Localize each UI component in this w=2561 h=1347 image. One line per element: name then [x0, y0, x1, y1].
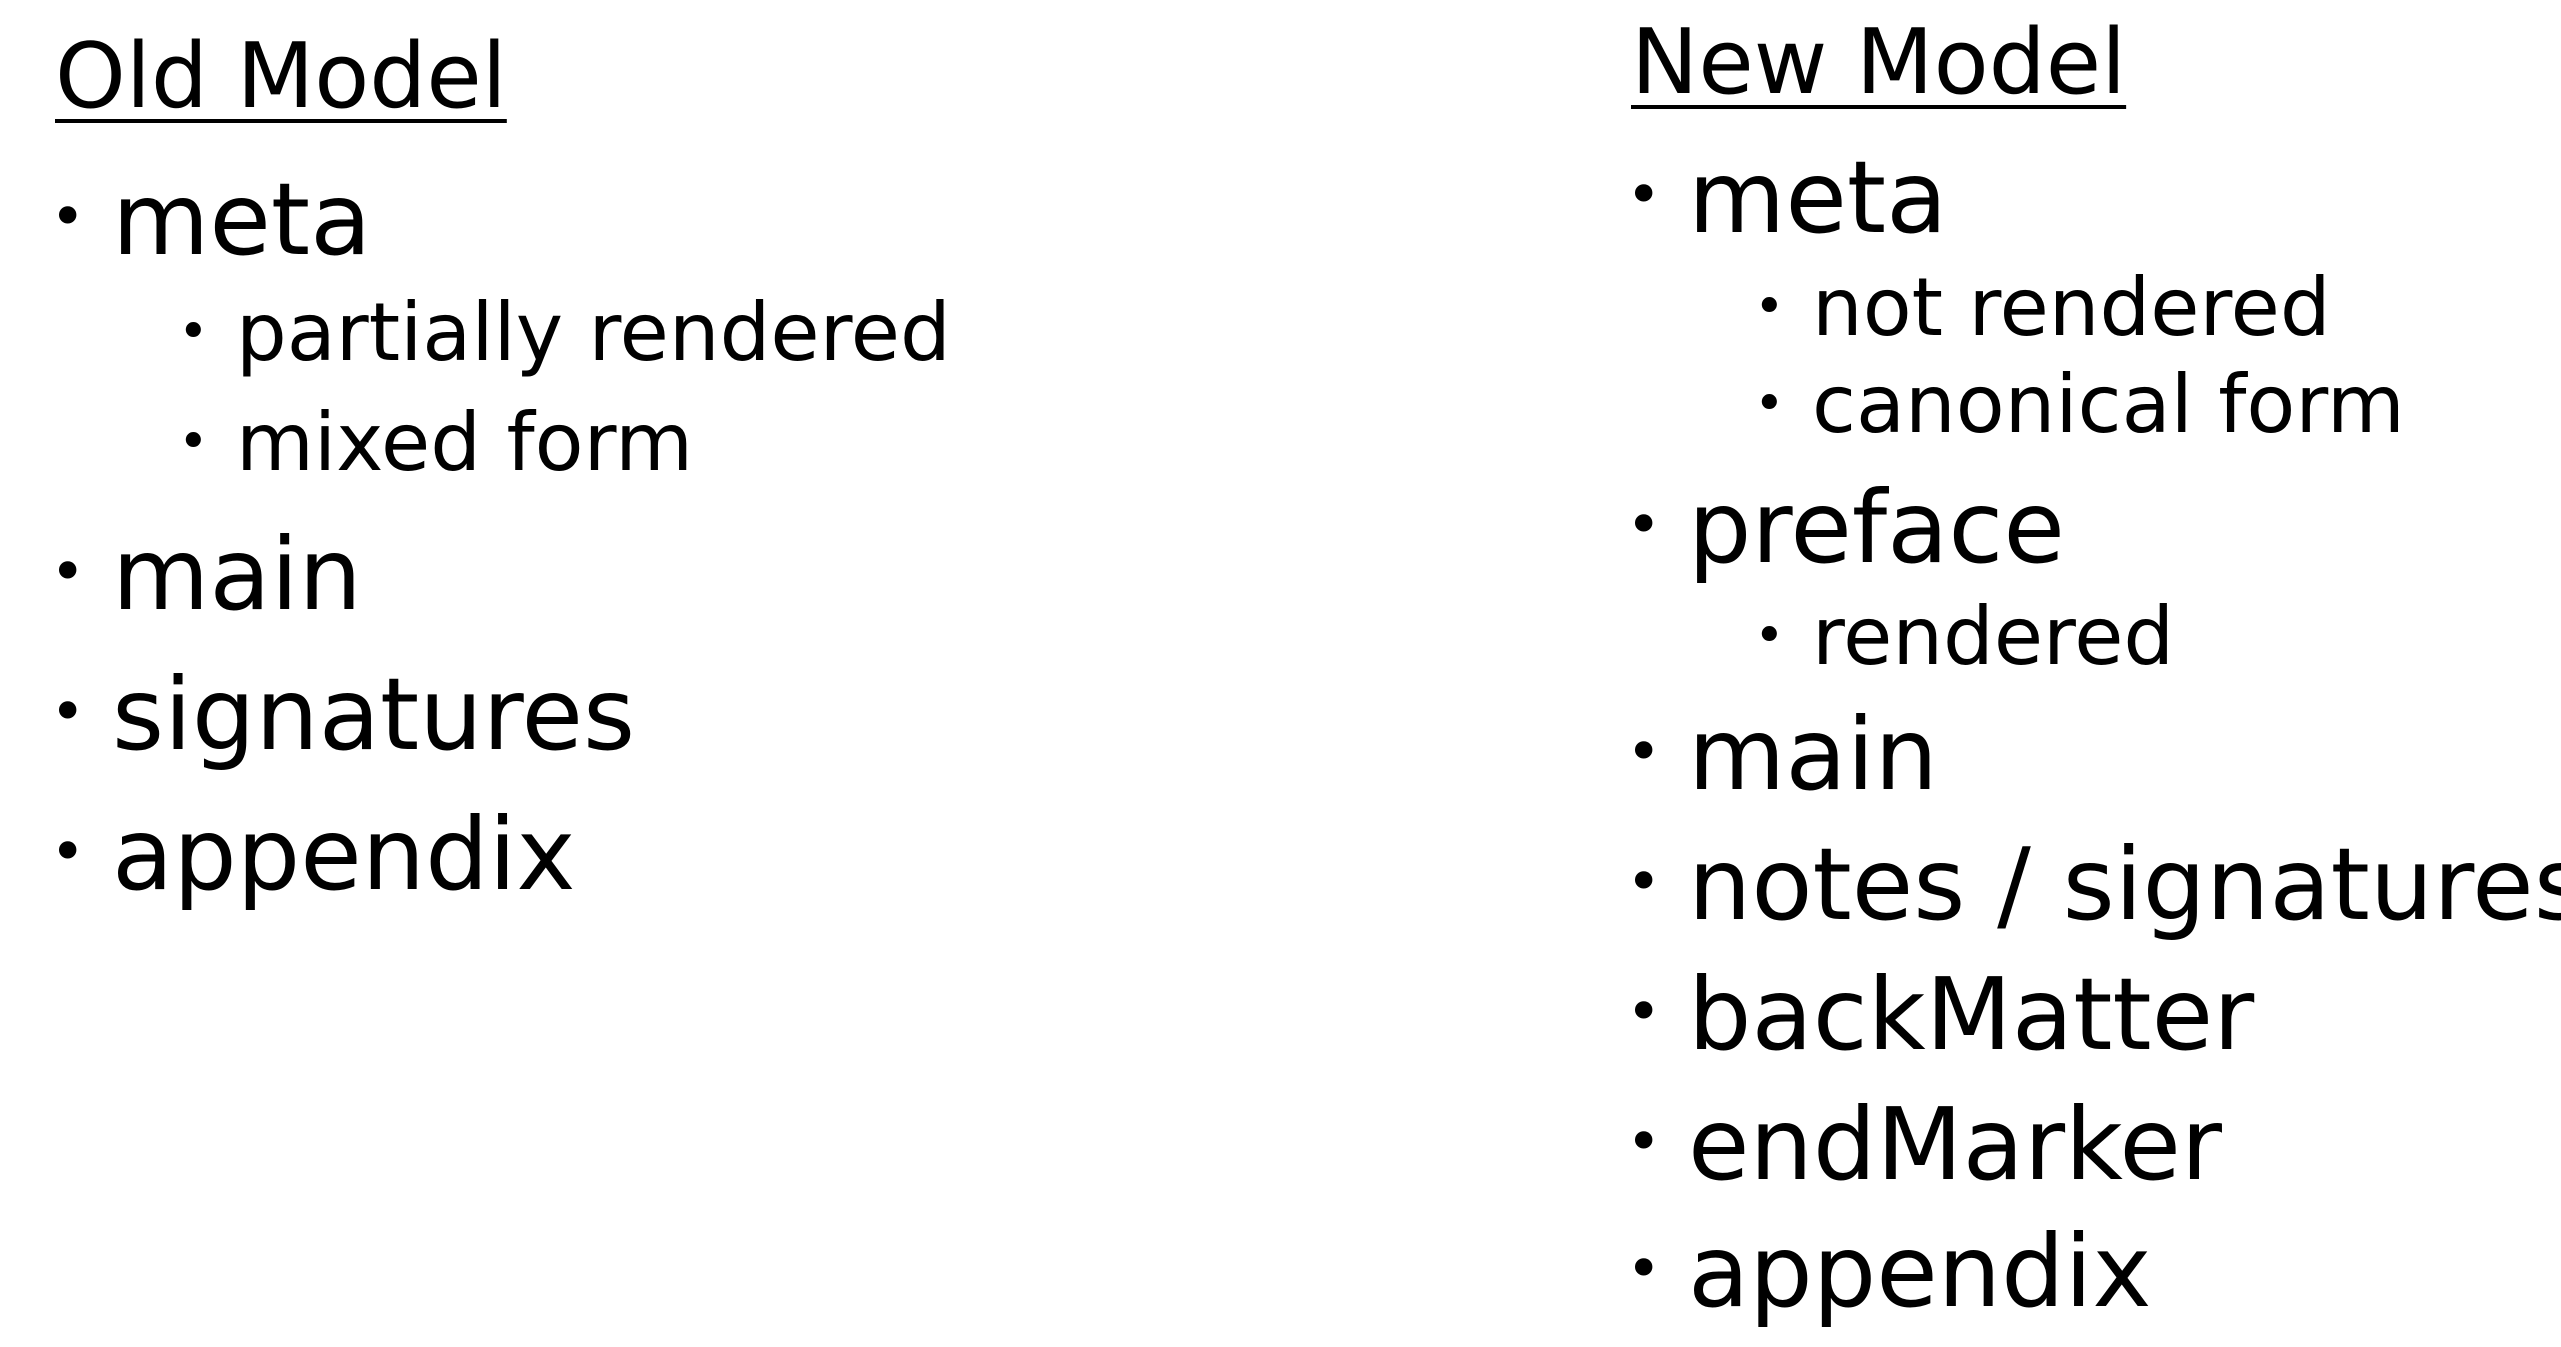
item-label: main [112, 516, 362, 633]
item-label: preface [1688, 469, 2065, 586]
new-model-item-backmatter: •backMatter [1626, 965, 2254, 1065]
item-label: rendered [1812, 590, 2175, 683]
new-model-heading: New Model [1631, 10, 2127, 115]
item-label: backMatter [1688, 956, 2255, 1073]
item-label: notes / signatures [1688, 826, 2561, 943]
new-model-item-notes-signatures: •notes / signatures [1626, 835, 2561, 935]
old-model-item-signatures: •signatures [50, 665, 635, 765]
bullet-icon: • [1626, 159, 1662, 230]
item-label: meta [112, 161, 372, 278]
item-label: meta [1688, 139, 1948, 256]
bullet-icon: • [50, 181, 86, 252]
bullet-icon: • [1754, 606, 1785, 667]
bullet-icon: • [50, 816, 86, 887]
item-label: partially rendered [236, 286, 951, 379]
item-label: appendix [1688, 1213, 2152, 1330]
bullet-icon: • [1626, 1106, 1662, 1177]
item-label: not rendered [1812, 261, 2331, 354]
new-model-item-main: •main [1626, 705, 1938, 805]
bullet-icon: • [178, 412, 209, 473]
old-model-subitem-partially-rendered: •partially rendered [178, 293, 951, 373]
new-model-item-endmarker: •endMarker [1626, 1095, 2222, 1195]
item-label: endMarker [1688, 1086, 2223, 1203]
bullet-icon: • [1626, 1233, 1662, 1304]
bullet-icon: • [50, 536, 86, 607]
new-model-subitem-rendered: •rendered [1754, 597, 2174, 677]
bullet-icon: • [1754, 277, 1785, 338]
bullet-icon: • [1626, 489, 1662, 560]
item-label: appendix [112, 796, 576, 913]
item-label: main [1688, 696, 1938, 813]
bullet-icon: • [178, 302, 209, 363]
old-model-item-appendix: •appendix [50, 805, 576, 905]
bullet-icon: • [1626, 846, 1662, 917]
new-model-subitem-canonical-form: •canonical form [1754, 365, 2405, 445]
item-label: signatures [112, 656, 636, 773]
new-model-subitem-not-rendered: •not rendered [1754, 268, 2331, 348]
old-model-item-main: •main [50, 525, 362, 625]
new-model-item-preface: •preface [1626, 478, 2065, 578]
item-label: mixed form [236, 396, 693, 489]
bullet-icon: • [1754, 374, 1785, 435]
bullet-icon: • [50, 676, 86, 747]
new-model-item-meta: •meta [1626, 148, 1947, 248]
old-model-heading: Old Model [55, 24, 507, 129]
new-model-item-appendix: •appendix [1626, 1222, 2152, 1322]
bullet-icon: • [1626, 716, 1662, 787]
item-label: canonical form [1812, 358, 2405, 451]
old-model-item-meta: •meta [50, 170, 371, 270]
bullet-icon: • [1626, 976, 1662, 1047]
old-model-subitem-mixed-form: •mixed form [178, 403, 693, 483]
